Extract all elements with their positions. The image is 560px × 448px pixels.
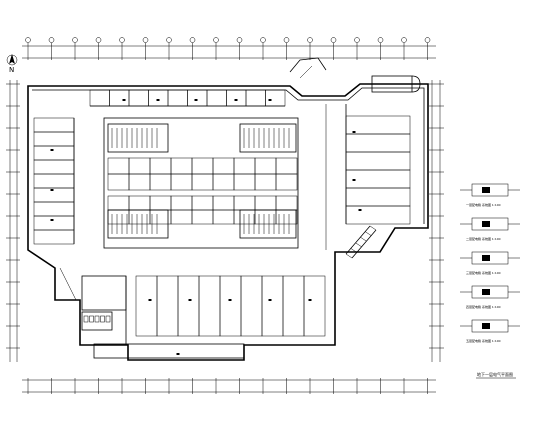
drawing-title: 地下一层电气平面图 [477,371,513,377]
detail-diagram: 二层配电箱 系统图 1:100 [460,217,520,241]
device-symbol [50,189,54,191]
toilet-block [81,311,113,331]
device-symbol [50,219,54,221]
device-symbol [352,179,356,181]
grid-bubble-10 [236,37,243,43]
grid-bubble-14 [330,37,337,43]
grid-bubble-1 [25,37,31,43]
device-symbol [268,99,272,101]
grid-bubble-15 [354,37,360,43]
device-symbol [148,299,152,301]
device-symbol [50,149,54,151]
device-symbol [122,99,126,101]
grid-bubble-5 [119,37,125,43]
left-dimension-chain [6,80,20,362]
device-symbol [228,299,232,301]
parking-bays-top [89,89,286,107]
device-symbol [308,299,312,301]
detail-diagram: 三层配电箱 系统图 1:100 [460,251,520,275]
top-dimension-chain [22,43,436,60]
device-symbol [352,131,356,133]
grid-bubble-9 [213,37,219,43]
device-symbol [268,299,272,301]
detail-diagram: 一层配电箱 系统图 1:100 [460,183,520,207]
distribution-board-details: 一层配电箱 系统图 1:100 二层配电箱 系统图 1:100 三层配电箱 系统图 … [460,183,520,343]
entrance-ramp [289,57,421,93]
grid-bubble-16 [377,37,384,43]
device-symbol [188,299,192,301]
building-outline [27,83,429,361]
device-symbol [194,99,198,101]
device-symbol [358,209,362,211]
detail-diagram: 五层配电箱 系统图 1:100 [460,319,520,343]
column-grid-bubbles-top [25,37,431,43]
diagonal-ramp [345,225,377,259]
detail-title: 四层配电箱 系统图 1:100 [466,304,501,309]
detail-title: 三层配电箱 系统图 1:100 [466,270,501,275]
north-arrow-icon [6,54,18,66]
detail-title: 一层配电箱 系统图 1:100 [466,202,501,207]
grid-bubble-17 [401,37,407,43]
device-symbol [234,99,238,101]
drawing-title-block: 地下一层电气平面图 [476,371,516,379]
bottom-rooms [81,275,326,359]
grid-bubble-3 [72,37,78,43]
grid-bubble-2 [48,37,55,43]
parking-bays-right [325,104,411,250]
electrical-devices [50,99,362,355]
grid-bubble-4 [95,37,102,43]
device-symbol [176,353,180,355]
parking-bays-left [33,117,75,245]
grid-bubble-7 [166,37,172,43]
central-equipment-rooms [107,123,297,239]
bottom-dimension-chain [22,378,436,394]
detail-title: 五层配电箱 系统图 1:100 [466,338,501,343]
device-symbol [156,99,160,101]
detail-diagram: 四层配电箱 系统图 1:100 [460,285,520,309]
parking-bays-middle [103,117,299,249]
grid-bubble-18 [424,37,431,43]
grid-bubble-6 [142,37,149,43]
grid-bubble-13 [307,37,313,43]
grid-bubble-11 [260,37,266,43]
grid-bubble-8 [189,37,196,43]
north-label: N [9,66,14,74]
detail-title: 二层配电箱 系统图 1:100 [466,236,501,241]
right-dimension-chain [429,80,444,362]
grid-bubble-12 [283,37,290,43]
